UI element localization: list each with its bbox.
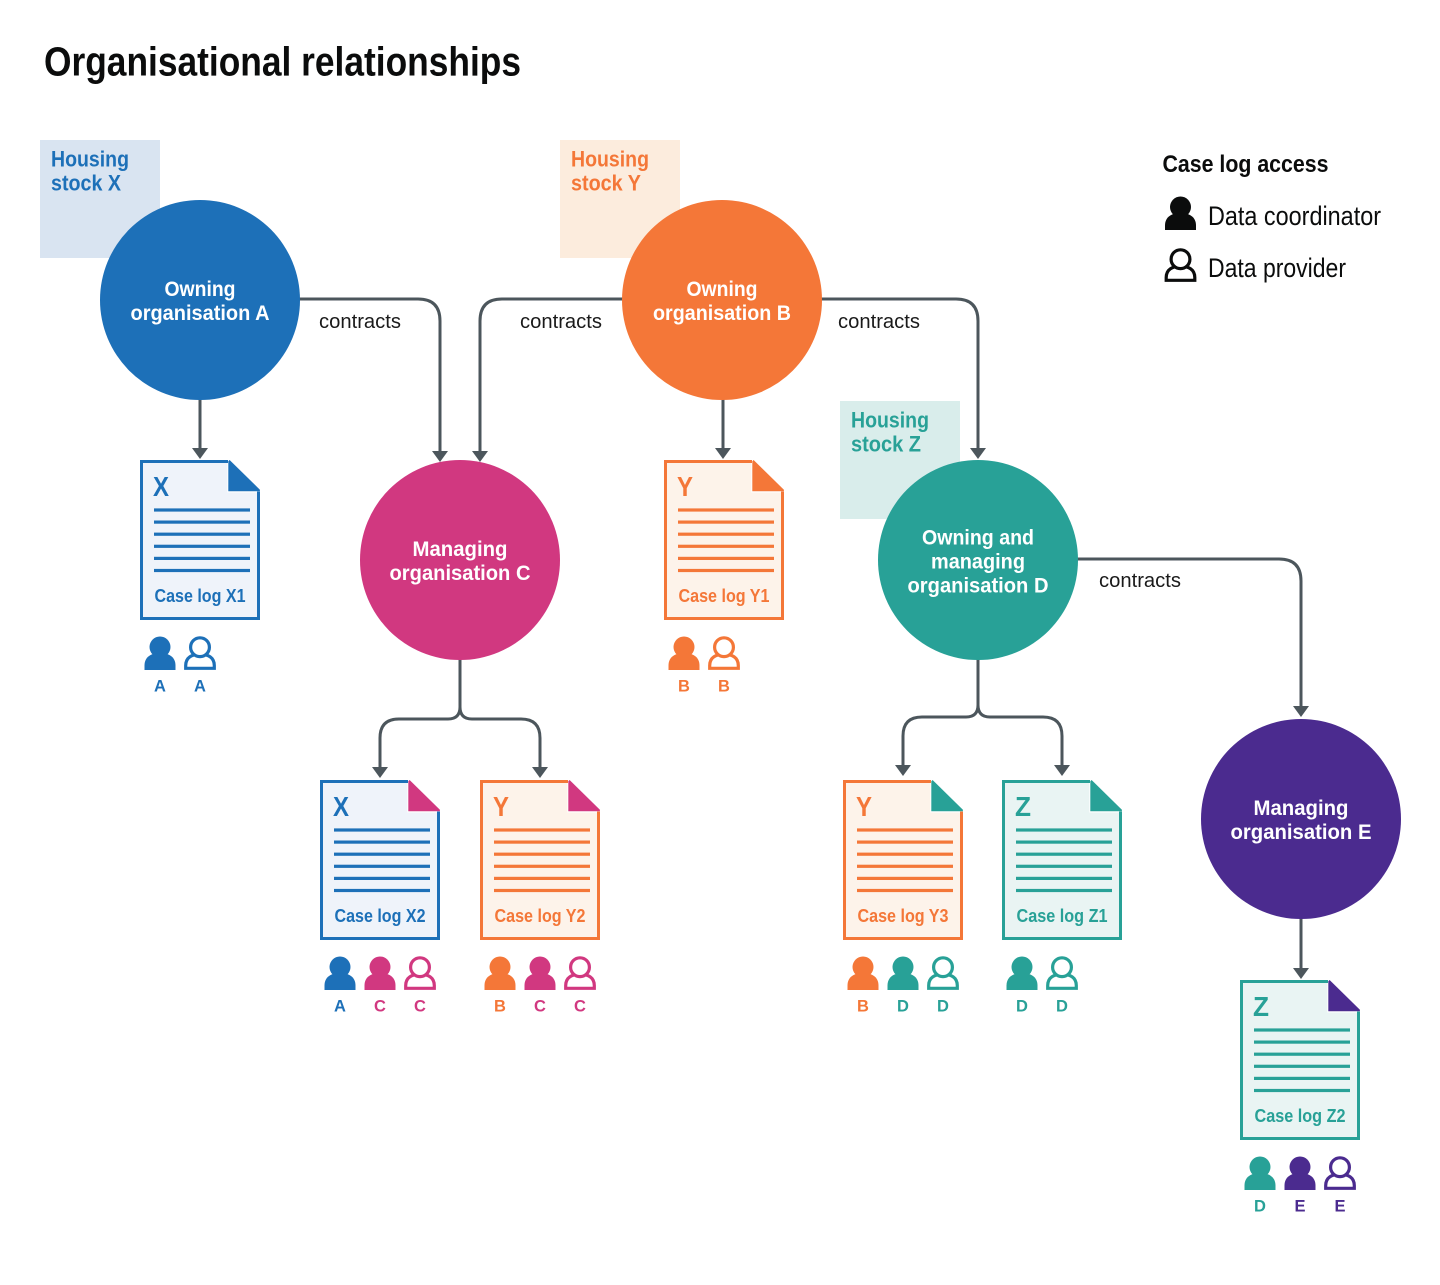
svg-text:Case log X2: Case log X2 xyxy=(335,906,426,926)
svg-text:Y: Y xyxy=(856,791,872,822)
svg-text:Owning: Owning xyxy=(687,278,758,301)
svg-text:stock Z: stock Z xyxy=(851,432,921,457)
svg-text:Y: Y xyxy=(677,471,693,502)
svg-text:D: D xyxy=(1056,998,1068,1016)
svg-text:Housing: Housing xyxy=(571,147,649,172)
svg-text:organisation B: organisation B xyxy=(653,302,791,325)
svg-text:A: A xyxy=(154,678,166,696)
svg-text:E: E xyxy=(1294,1198,1305,1216)
svg-text:stock X: stock X xyxy=(51,171,121,196)
svg-text:X: X xyxy=(333,791,349,822)
svg-text:organisation A: organisation A xyxy=(131,302,270,325)
svg-text:B: B xyxy=(718,678,730,696)
svg-text:C: C xyxy=(574,998,586,1016)
svg-text:Organisational relationships: Organisational relationships xyxy=(44,39,521,85)
svg-text:C: C xyxy=(534,998,546,1016)
svg-text:D: D xyxy=(897,998,909,1016)
svg-text:E: E xyxy=(1334,1198,1345,1216)
svg-text:C: C xyxy=(414,998,426,1016)
svg-text:Housing: Housing xyxy=(51,147,129,172)
svg-text:Case log Y1: Case log Y1 xyxy=(679,586,770,606)
svg-text:Z: Z xyxy=(1253,991,1269,1022)
svg-text:Case log access: Case log access xyxy=(1163,151,1329,178)
svg-text:D: D xyxy=(1016,998,1028,1016)
svg-text:C: C xyxy=(374,998,386,1016)
svg-text:contracts: contracts xyxy=(520,311,602,333)
svg-text:contracts: contracts xyxy=(1099,570,1181,592)
svg-text:Z: Z xyxy=(1015,791,1031,822)
svg-text:X: X xyxy=(153,471,169,502)
svg-text:Y: Y xyxy=(493,791,509,822)
svg-text:B: B xyxy=(857,998,869,1016)
svg-text:Case log Z2: Case log Z2 xyxy=(1255,1106,1346,1126)
svg-text:Case log Y3: Case log Y3 xyxy=(858,906,949,926)
svg-text:Managing: Managing xyxy=(1254,797,1349,820)
svg-text:Owning: Owning xyxy=(165,278,236,301)
svg-text:Case log X1: Case log X1 xyxy=(155,586,246,606)
svg-text:Owning and: Owning and xyxy=(922,527,1034,550)
svg-text:contracts: contracts xyxy=(838,311,920,333)
svg-text:contracts: contracts xyxy=(319,311,401,333)
svg-text:D: D xyxy=(1254,1198,1266,1216)
svg-text:managing: managing xyxy=(931,551,1025,574)
svg-text:Housing: Housing xyxy=(851,408,929,433)
svg-text:Managing: Managing xyxy=(413,538,508,561)
svg-text:B: B xyxy=(494,998,506,1016)
svg-text:stock Y: stock Y xyxy=(571,171,641,196)
svg-text:organisation C: organisation C xyxy=(390,562,531,585)
svg-text:Case log Y2: Case log Y2 xyxy=(495,906,586,926)
svg-text:D: D xyxy=(937,998,949,1016)
svg-text:Data provider: Data provider xyxy=(1208,253,1346,283)
svg-text:Case log Z1: Case log Z1 xyxy=(1017,906,1108,926)
svg-text:A: A xyxy=(194,678,206,696)
svg-text:Data coordinator: Data coordinator xyxy=(1208,201,1381,231)
svg-text:organisation D: organisation D xyxy=(908,575,1049,598)
svg-text:organisation E: organisation E xyxy=(1231,821,1372,844)
svg-text:A: A xyxy=(334,998,346,1016)
svg-text:B: B xyxy=(678,678,690,696)
